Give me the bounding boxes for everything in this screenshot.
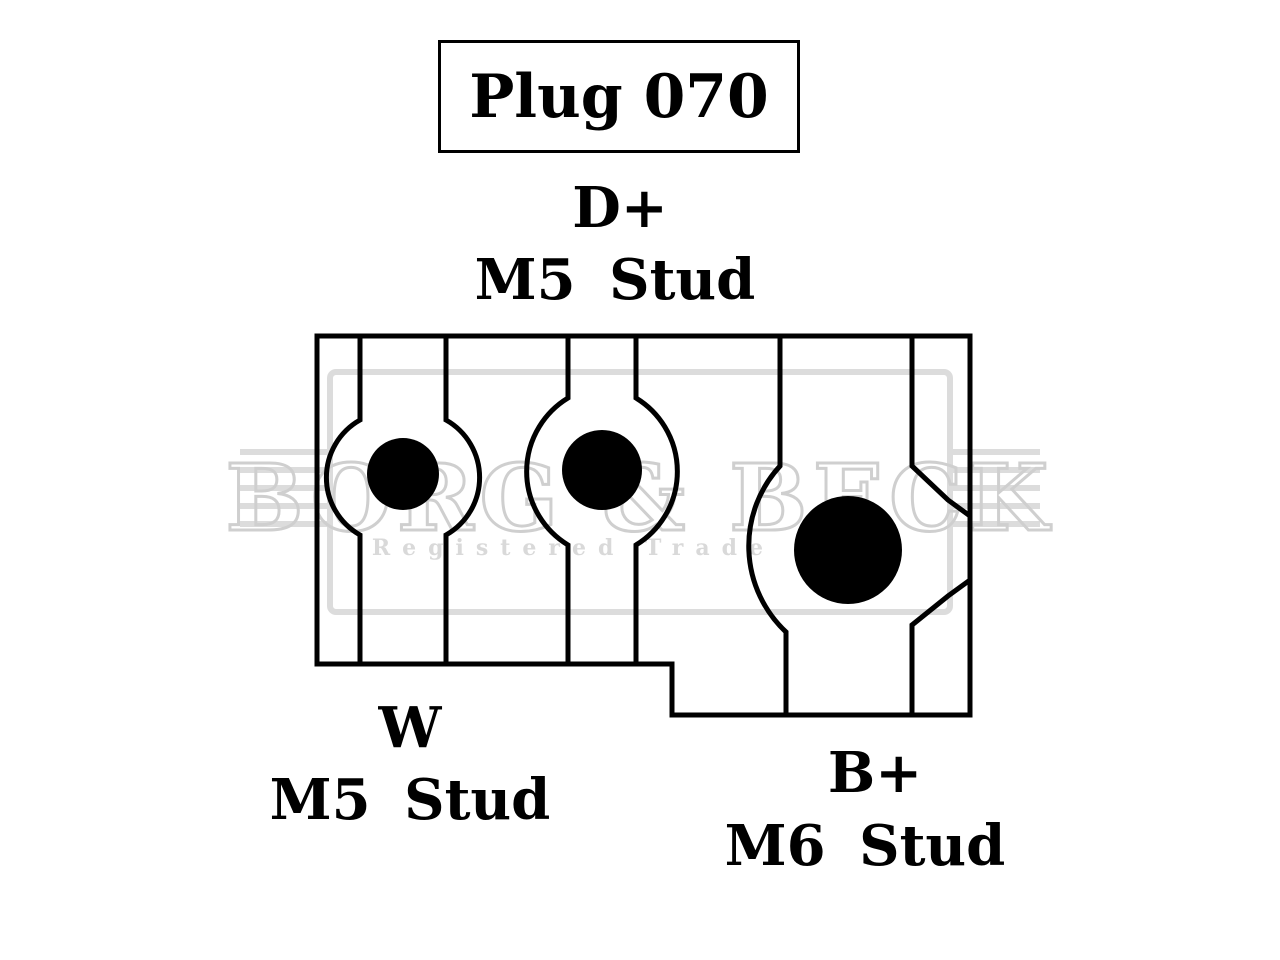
terminal-d-plus-stud-label: M5 Stud	[474, 247, 756, 313]
title-box: Plug 070	[438, 40, 800, 153]
terminal-w-slot	[323, 336, 483, 664]
terminal-w-stud	[367, 438, 439, 510]
terminal-d-plus-slot	[524, 336, 680, 664]
terminal-d-plus-name: D+	[572, 175, 668, 241]
terminal-b-plus-slot	[746, 336, 972, 715]
terminal-b-plus-stud-label: M6 Stud	[724, 813, 1006, 879]
connector-body	[314, 333, 973, 718]
terminal-w-name: W	[378, 695, 442, 761]
plug-title: Plug 070	[469, 61, 769, 132]
terminal-w-stud-label: M5 Stud	[269, 767, 551, 833]
terminal-b-plus-stud	[794, 496, 902, 604]
terminal-d-plus-stud	[562, 430, 642, 510]
terminal-b-plus-name: B+	[827, 740, 923, 806]
